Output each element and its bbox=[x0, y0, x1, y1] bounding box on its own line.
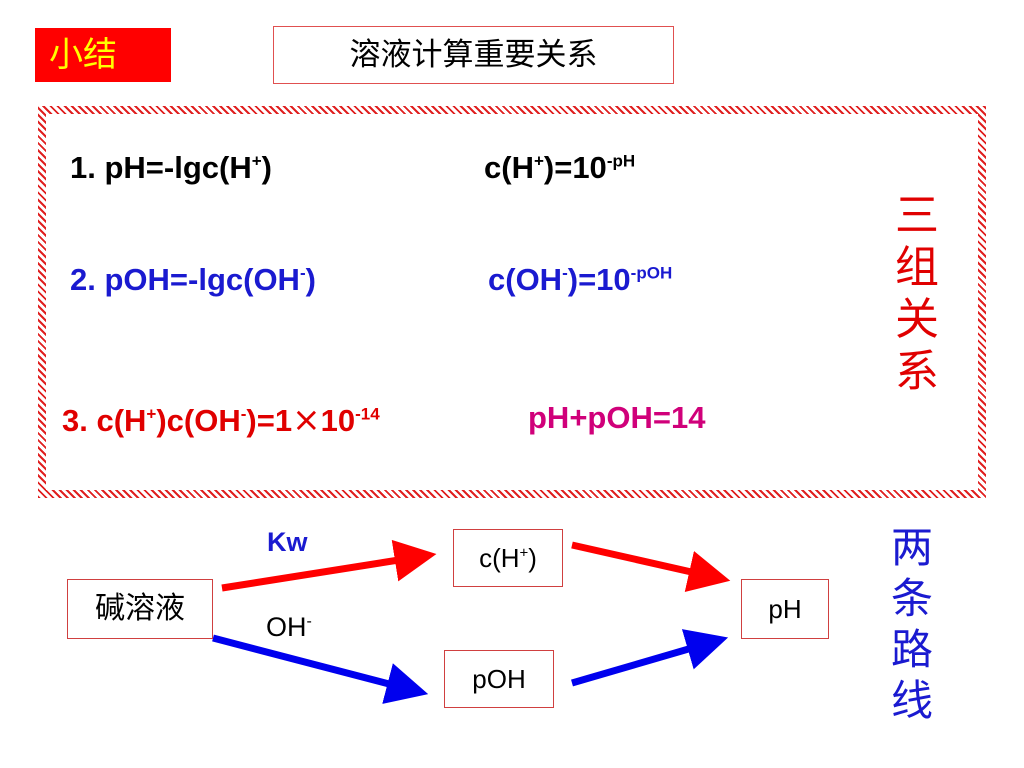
relation-2-inv-sup2: -pOH bbox=[630, 263, 673, 283]
relations-frame-inner bbox=[46, 114, 978, 490]
hplus-node-base: c(H bbox=[479, 543, 520, 573]
three-relations-char-3: 关 bbox=[895, 294, 939, 345]
poh-node: pOH bbox=[444, 650, 554, 708]
three-relations-char-4: 系 bbox=[895, 346, 939, 397]
relation-1-inv-sup1: + bbox=[533, 151, 544, 171]
two-routes-label: 两 条 路 线 bbox=[886, 522, 938, 726]
three-relations-label: 三 组 关 系 bbox=[891, 190, 943, 398]
relation-1-inv-sup2: -pH bbox=[606, 151, 636, 171]
oh-label: OH- bbox=[266, 612, 312, 643]
relation-1-inv-mid: )=10 bbox=[543, 150, 607, 185]
hplus-node-tail: ) bbox=[528, 543, 537, 573]
relation-2-inv-mid: )=10 bbox=[567, 262, 631, 297]
arrow-base-to-poh bbox=[212, 634, 429, 704]
relation-1-text: 1. pH=-lgc(H bbox=[70, 150, 252, 185]
oh-label-base: OH bbox=[266, 612, 307, 642]
relation-3-d: 10 bbox=[320, 403, 356, 438]
relation-2-formula: 2. pOH=-lgc(OH-) bbox=[70, 262, 316, 298]
relation-3-formula: 3. c(H+)c(OH-)=1×10-14 bbox=[62, 400, 380, 440]
two-routes-char-3: 路 bbox=[890, 625, 933, 674]
relation-2-inv-base: c(OH bbox=[488, 262, 563, 297]
relation-1-sup: + bbox=[251, 151, 262, 171]
hplus-node: c(H+) bbox=[453, 529, 563, 587]
two-routes-char-1: 两 bbox=[890, 523, 933, 572]
relation-3-sup2: - bbox=[240, 404, 247, 424]
relation-3-sup1: + bbox=[146, 404, 157, 424]
relation-1-tail: ) bbox=[261, 150, 272, 185]
relation-2-sup: - bbox=[299, 263, 306, 283]
relation-3-sum: pH+pOH=14 bbox=[528, 400, 706, 435]
page-title: 溶液计算重要关系 bbox=[273, 26, 674, 84]
hplus-node-sup: + bbox=[519, 544, 529, 562]
relation-1-inverse: c(H+)=10-pH bbox=[484, 150, 635, 186]
relations-frame bbox=[38, 106, 986, 498]
relation-3-sup3: -14 bbox=[355, 404, 380, 424]
summary-badge: 小结 bbox=[35, 28, 171, 82]
relation-3-times: × bbox=[292, 400, 321, 440]
relation-1-inv-base: c(H bbox=[484, 150, 534, 185]
three-relations-char-2: 组 bbox=[895, 242, 939, 293]
two-routes-char-4: 线 bbox=[890, 676, 933, 725]
two-routes-char-2: 条 bbox=[890, 574, 933, 623]
kw-label: Kw bbox=[267, 527, 308, 557]
arrow-base-to-hplus bbox=[221, 539, 437, 592]
relation-1-formula: 1. pH=-lgc(H+) bbox=[70, 150, 272, 186]
relation-3-c: )=1 bbox=[246, 403, 293, 438]
oh-label-sup: - bbox=[306, 613, 312, 630]
relation-3-a: 3. c(H bbox=[62, 403, 147, 438]
relation-2-tail: ) bbox=[305, 262, 316, 297]
relation-3-b: )c(OH bbox=[156, 403, 241, 438]
ph-node: pH bbox=[741, 579, 829, 639]
arrow-poh-to-ph bbox=[571, 629, 729, 687]
base-solution-node: 碱溶液 bbox=[67, 579, 213, 639]
three-relations-char-1: 三 bbox=[895, 190, 939, 241]
arrow-hplus-to-ph bbox=[571, 541, 731, 593]
relation-2-text: 2. pOH=-lgc(OH bbox=[70, 262, 300, 297]
relation-2-inv-sup1: - bbox=[562, 263, 568, 283]
relation-2-inverse: c(OH-)=10-pOH bbox=[488, 262, 672, 298]
